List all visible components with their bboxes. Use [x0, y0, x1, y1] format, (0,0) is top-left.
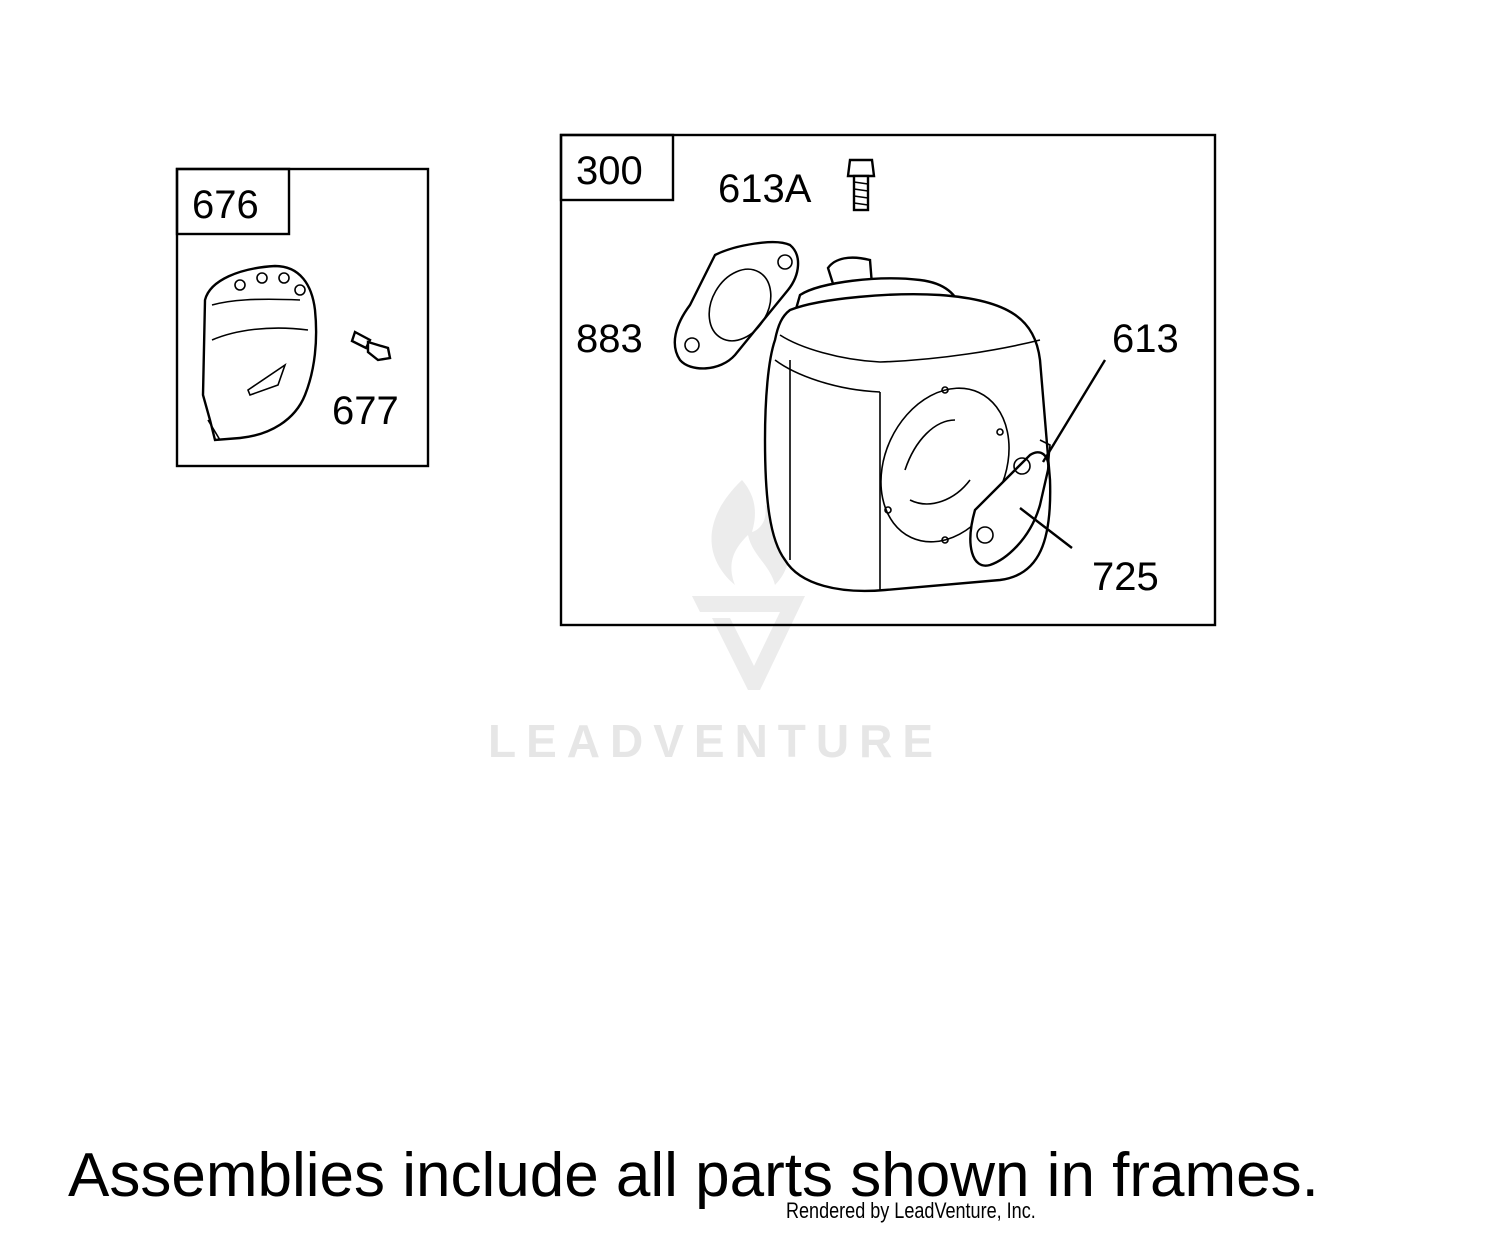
callout-883: 883 [576, 317, 643, 361]
shroud-part-icon [201, 264, 318, 442]
muffler-300-icon [763, 256, 1052, 593]
frame-label-676: 676 [192, 183, 259, 227]
bolt-613a-icon [846, 158, 876, 212]
watermark-v-logo-icon [692, 596, 805, 690]
leader-line-613 [1041, 359, 1107, 463]
frame-676: 676 677 [175, 167, 430, 468]
caption: Assemblies include all parts shown in fr… [68, 1141, 1319, 1210]
credit: Rendered by LeadVenture, Inc. [786, 1198, 1036, 1223]
screw-677-icon [350, 330, 392, 362]
callout-613: 613 [1112, 317, 1179, 361]
gasket-883-icon [673, 241, 800, 370]
frame-300: 300 613A 883 [559, 133, 1217, 627]
watermark: LEADVENTURE [488, 480, 943, 767]
callout-725: 725 [1092, 555, 1159, 599]
leader-line-725 [1019, 507, 1073, 549]
callout-677: 677 [332, 389, 399, 433]
watermark-text: LEADVENTURE [488, 715, 943, 767]
watermark-flame-icon [711, 480, 790, 585]
callout-613a: 613A [718, 167, 812, 211]
frame-label-300: 300 [576, 149, 643, 193]
